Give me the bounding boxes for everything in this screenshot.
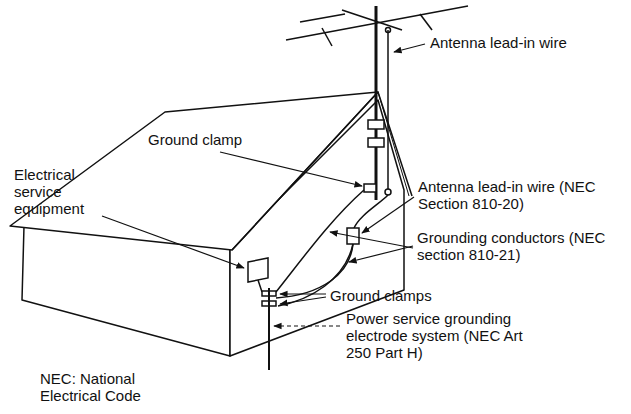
lead-in-wire [387,30,389,190]
antenna-element [300,14,345,22]
leader-line [280,297,326,304]
leader-line [280,293,326,294]
leader-line [349,246,413,262]
antenna-element [342,10,402,30]
label-holder: Ground clamp [148,131,258,148]
leader-line [394,44,425,52]
label-holder: Antenna lead-in wire (NEC Section 810-20… [418,178,623,212]
lead-in-wire [354,195,388,228]
electrode-label: Power service grounding electrode system… [346,310,551,361]
label-holder: Power service grounding electrode system… [346,310,551,361]
ground-clamp [364,184,376,192]
antenna-mast [375,6,378,200]
service-conductor [258,280,262,292]
leader-line [330,232,413,248]
roof-edge [232,92,412,250]
label-holder: Antenna lead-in wire [430,34,620,51]
label-holder: Electrical service equipment [14,166,119,217]
ground-rod [268,288,270,370]
equipment-label: Electrical service equipment [14,166,119,217]
clamps-label: Ground clamps [330,287,460,304]
leader-line [102,216,244,268]
mast-clamp [368,120,384,129]
leader-line [274,325,340,326]
note-label: NEC: National Electrical Code [40,370,180,404]
roof [10,92,378,250]
wire-label: Antenna lead-in wire [430,34,620,51]
wire-code-label: Antenna lead-in wire (NEC Section 810-20… [418,178,623,212]
antenna-element [322,28,332,46]
leader-line [220,152,362,186]
label-holder: Grounding conductors (NEC section 810-21… [417,229,625,263]
service-panel [248,258,268,282]
grounding-conductor [276,190,364,292]
mast-clamp [368,138,384,147]
leader-line [362,197,414,233]
label-holder: Ground clamps [330,287,460,304]
clamp-label: Ground clamp [148,131,258,148]
standoff [385,189,391,195]
antenna-element [420,14,432,30]
conductor-label: Grounding conductors (NEC section 810-21… [417,229,625,263]
label-holder: NEC: National Electrical Code [40,370,180,404]
